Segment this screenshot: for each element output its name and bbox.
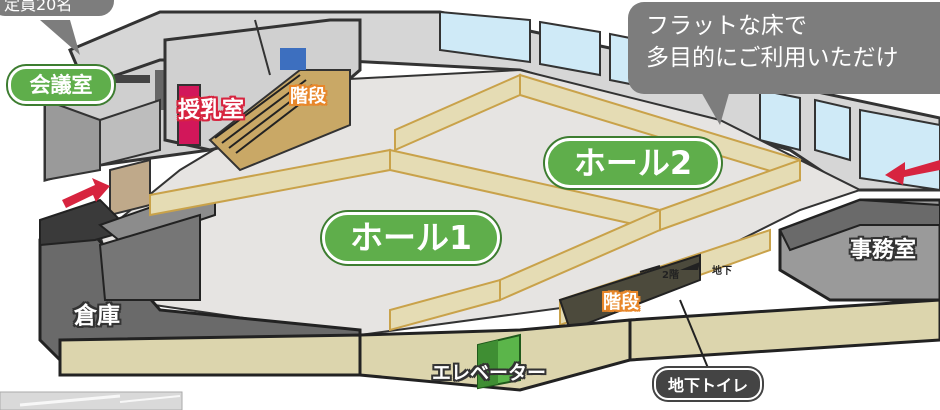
floor-note-callout: フラットな床で 多目的にご利用いただけ (628, 2, 940, 94)
basement-toilet-label: 地下トイレ (654, 368, 763, 400)
storage-label: 倉庫 (74, 303, 120, 329)
nursing-and-stairs-block (163, 18, 362, 172)
stair-sign-2f: 2階 (662, 270, 679, 281)
entry-arrow-right (885, 160, 940, 185)
nursing-room-label: 授乳室 (178, 98, 245, 123)
capacity-callout: 定員20名 (0, 0, 114, 16)
capacity-callout-text: 定員20名 (4, 0, 73, 14)
floor-note-line-2: 多目的にご利用いただけ (646, 45, 899, 71)
elevator-label: エレベーター (432, 362, 547, 384)
elevator-icon (477, 333, 521, 390)
photo-thumbnail (0, 391, 183, 410)
office-label: 事務室 (850, 238, 917, 263)
upper-stairs-label: 階段 (290, 86, 326, 107)
hall-1-label: ホール1 (322, 212, 500, 264)
front-wall (58, 298, 940, 392)
hall-2-label: ホール2 (545, 138, 721, 188)
stair-sign-basement: 地下 (712, 266, 732, 277)
entry-arrow-left (62, 178, 110, 208)
office-block (778, 198, 940, 302)
meeting-room-label: 会議室 (8, 66, 114, 104)
floor-note-callout-tail (700, 90, 730, 125)
floor-note-line-1: フラットな床で (646, 13, 807, 39)
lower-stairs-label: 階段 (603, 292, 639, 313)
lower-stairs (558, 253, 701, 332)
basement-toilet-pointer (679, 299, 709, 369)
capacity-callout-tail (40, 20, 80, 55)
